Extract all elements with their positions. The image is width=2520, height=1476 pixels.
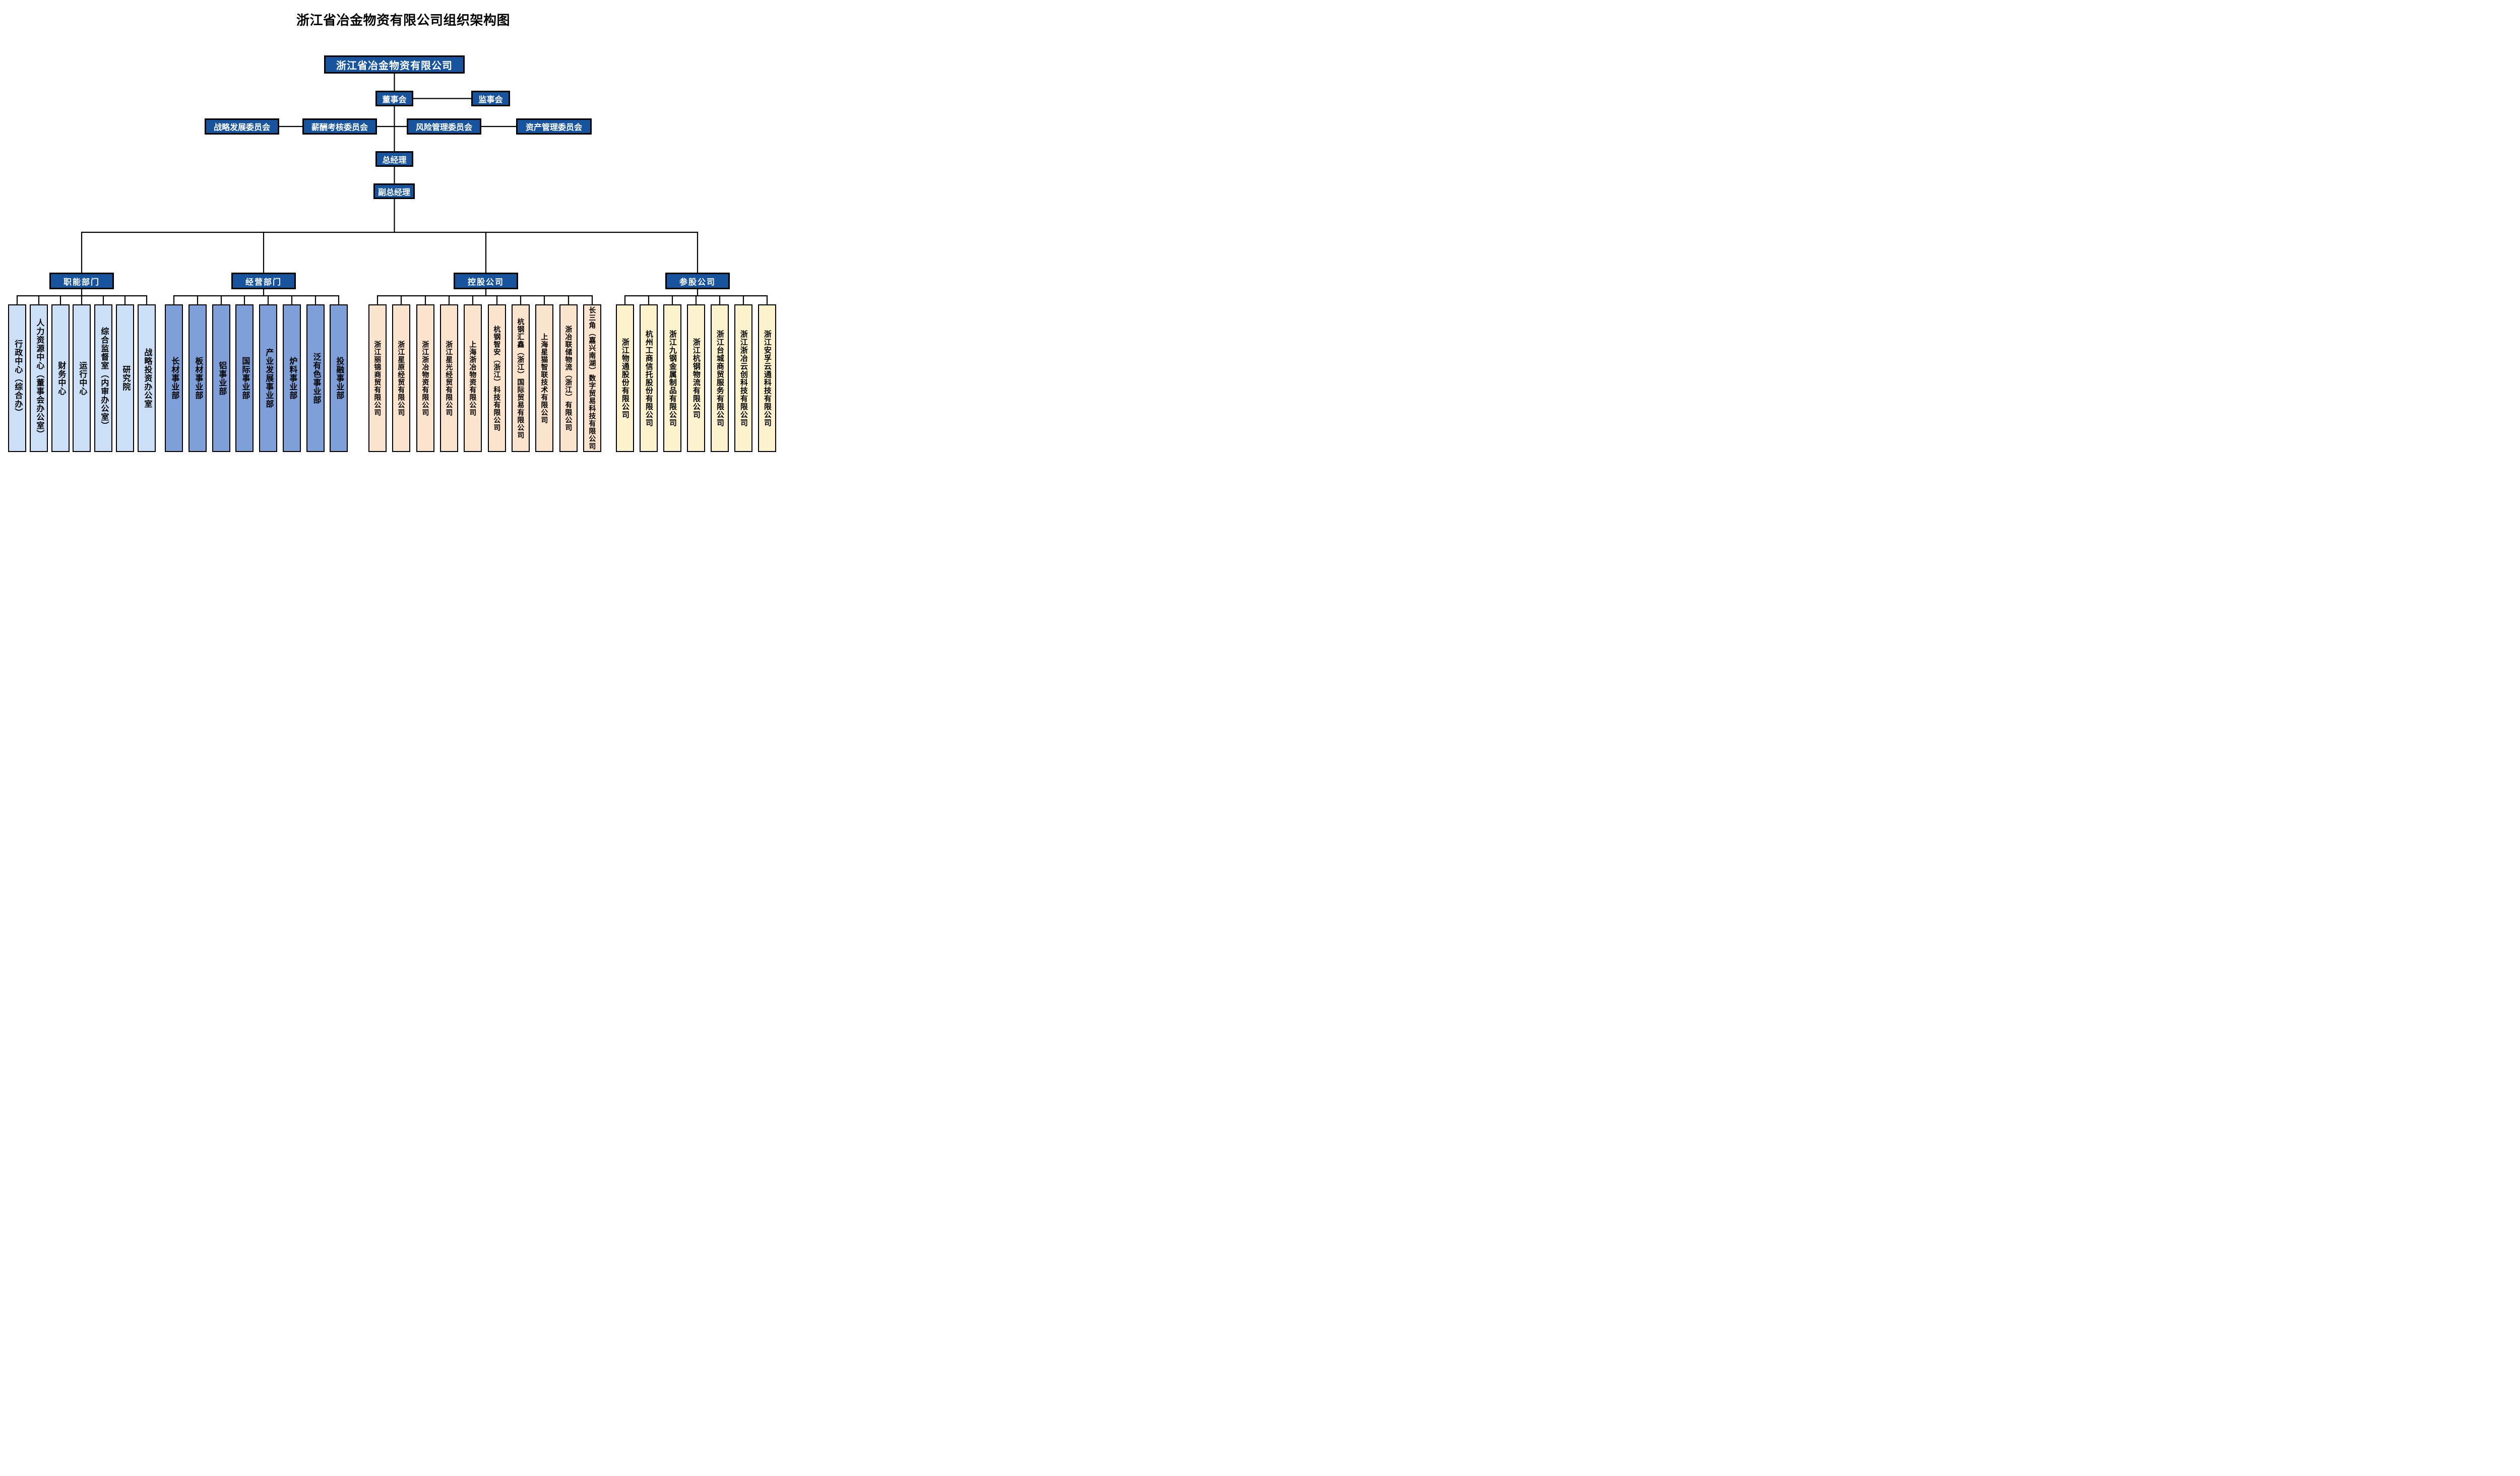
org-column-invested-5: 浙江浙冶云创科技有限公司 <box>734 304 752 452</box>
org-column-business-5: 炉料事业部 <box>283 304 301 452</box>
org-column-invested-0: 浙江物通股份有限公司 <box>616 304 634 452</box>
org-column-invested-6: 浙江安孚云通科技有限公司 <box>758 304 776 452</box>
connector-lines <box>16 73 768 305</box>
org-column-label: 泛有色事业部 <box>311 352 321 404</box>
org-column-holding-9: 长三角（嘉兴南湖）数字贸易科技有限公司 <box>583 304 601 452</box>
org-column-functional-5: 研究院 <box>116 304 134 452</box>
org-column-label: 上海浙冶物资有限公司 <box>469 340 477 416</box>
org-column-label: 浙江杭钢物流有限公司 <box>691 338 701 419</box>
root-company-box: 浙江省冶金物资有限公司 <box>324 55 465 74</box>
org-column-label: 浙江星光经贸有限公司 <box>445 340 454 416</box>
org-column-holding-3: 浙江星光经贸有限公司 <box>440 304 458 452</box>
org-column-label: 浙江物通股份有限公司 <box>620 338 629 419</box>
org-column-functional-0: 行政中心（综合办） <box>8 304 26 452</box>
org-column-label: 板材事业部 <box>194 357 203 400</box>
group-header-functional-departments: 职能部门 <box>49 273 114 289</box>
org-column-label: 浙江丽锦商贸有限公司 <box>373 340 382 416</box>
org-column-label: 战略投资办公室 <box>143 348 152 408</box>
org-column-business-7: 投融事业部 <box>330 304 348 452</box>
org-column-label: 杭钢智安（浙江）科技有限公司 <box>493 325 501 431</box>
org-column-label: 人力资源中心（董事会办公室） <box>35 318 44 438</box>
org-column-functional-2: 财务中心 <box>51 304 70 452</box>
compensation-assessment-committee-box: 薪酬考核委员会 <box>302 118 377 135</box>
org-column-label: 上海星猫智联技术有限公司 <box>540 333 549 424</box>
org-column-business-0: 长材事业部 <box>165 304 183 452</box>
org-column-invested-1: 杭州工商信托股份有限公司 <box>640 304 658 452</box>
org-chart: 浙江省冶金物资有限公司组织架构图 浙江省冶金物资有限公司 董事会 监事会 战略发… <box>0 0 779 456</box>
org-column-label: 投融事业部 <box>335 357 344 400</box>
org-column-holding-4: 上海浙冶物资有限公司 <box>464 304 482 452</box>
org-column-label: 浙冶联储物流（浙江）有限公司 <box>564 325 573 431</box>
group-header-holding-companies: 控股公司 <box>454 273 518 289</box>
org-column-label: 综合监督室（内审办公室） <box>99 327 108 430</box>
org-column-holding-2: 浙江浙冶物资有限公司 <box>416 304 434 452</box>
deputy-general-manager-box: 副总经理 <box>373 183 415 199</box>
org-column-business-6: 泛有色事业部 <box>306 304 325 452</box>
org-column-label: 浙江安孚云通科技有限公司 <box>763 330 772 427</box>
org-column-business-2: 铝事业部 <box>212 304 230 452</box>
org-column-holding-7: 上海星猫智联技术有限公司 <box>535 304 553 452</box>
org-column-label: 长三角（嘉兴南湖）数字贸易科技有限公司 <box>588 306 597 450</box>
org-column-label: 长材事业部 <box>170 357 179 400</box>
org-column-label: 国际事业部 <box>240 357 249 400</box>
org-column-label: 产业发展事业部 <box>264 348 273 408</box>
org-column-functional-6: 战略投资办公室 <box>138 304 156 452</box>
page-title: 浙江省冶金物资有限公司组织架构图 <box>296 13 510 28</box>
org-column-functional-1: 人力资源中心（董事会办公室） <box>30 304 48 452</box>
org-column-label: 铝事业部 <box>217 361 226 396</box>
org-column-holding-0: 浙江丽锦商贸有限公司 <box>368 304 387 452</box>
org-column-invested-4: 浙江台城商贸服务有限公司 <box>711 304 729 452</box>
org-column-label: 行政中心（综合办） <box>13 340 22 417</box>
org-column-label: 浙江台城商贸服务有限公司 <box>715 330 724 427</box>
org-column-business-1: 板材事业部 <box>188 304 207 452</box>
general-manager-box: 总经理 <box>375 151 413 167</box>
board-of-directors-box: 董事会 <box>375 91 413 106</box>
org-column-label: 研究院 <box>121 365 130 391</box>
org-column-invested-2: 浙江九钢金属制品有限公司 <box>663 304 681 452</box>
org-column-business-4: 产业发展事业部 <box>259 304 277 452</box>
org-column-holding-1: 浙江星原经贸有限公司 <box>392 304 410 452</box>
org-column-functional-3: 运行中心 <box>73 304 91 452</box>
org-column-label: 财务中心 <box>56 361 66 396</box>
org-column-label: 运行中心 <box>78 361 87 396</box>
org-column-holding-5: 杭钢智安（浙江）科技有限公司 <box>488 304 506 452</box>
org-column-label: 炉料事业部 <box>288 357 297 400</box>
group-header-business-departments: 经营部门 <box>231 273 296 289</box>
org-column-label: 浙江浙冶物资有限公司 <box>421 340 430 416</box>
supervisory-board-box: 监事会 <box>471 91 510 106</box>
strategy-development-committee-box: 战略发展委员会 <box>205 118 279 135</box>
org-column-label: 杭州工商信托股份有限公司 <box>644 330 653 427</box>
org-column-label: 杭钢汇鑫（浙江）国际贸易有限公司 <box>517 317 525 439</box>
org-column-label: 浙江星原经贸有限公司 <box>397 340 406 416</box>
org-column-holding-8: 浙冶联储物流（浙江）有限公司 <box>559 304 578 452</box>
asset-management-committee-box: 资产管理委员会 <box>516 118 592 135</box>
org-column-functional-4: 综合监督室（内审办公室） <box>94 304 112 452</box>
group-header-invested-companies: 参股公司 <box>665 273 730 289</box>
org-column-label: 浙江浙冶云创科技有限公司 <box>739 330 748 427</box>
org-column-label: 浙江九钢金属制品有限公司 <box>668 330 677 427</box>
org-column-holding-6: 杭钢汇鑫（浙江）国际贸易有限公司 <box>512 304 530 452</box>
risk-management-committee-box: 风险管理委员会 <box>407 118 481 135</box>
org-column-business-3: 国际事业部 <box>235 304 254 452</box>
org-column-invested-3: 浙江杭钢物流有限公司 <box>687 304 705 452</box>
